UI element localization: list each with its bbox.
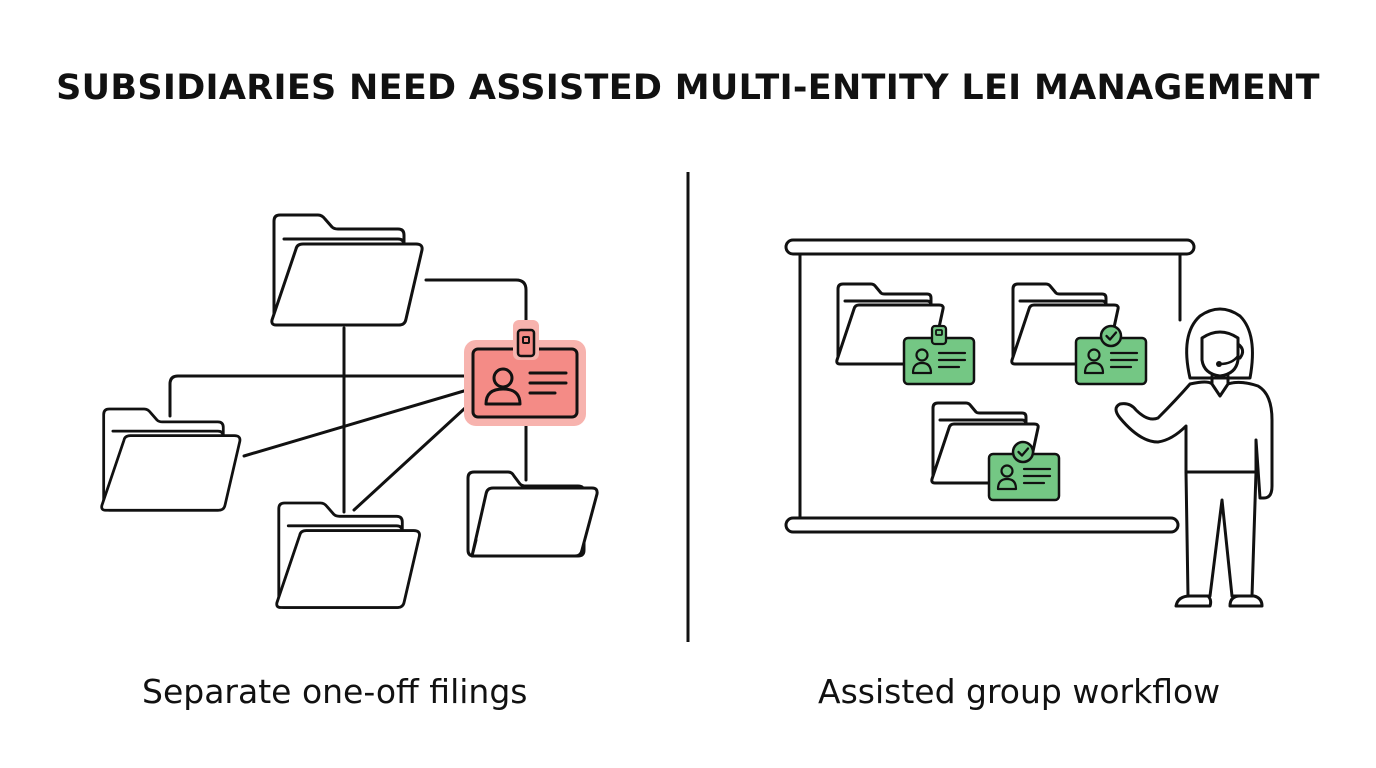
left-panel-scattered-filings bbox=[100, 213, 599, 609]
diagram-title: SUBSIDIARIES NEED ASSISTED MULTI-ENTITY … bbox=[56, 68, 1320, 108]
folder-icon bbox=[466, 470, 599, 558]
folder-icon bbox=[270, 213, 424, 327]
folder-icon bbox=[100, 407, 242, 512]
id-card-icon bbox=[902, 324, 976, 386]
presenter-icon bbox=[1114, 307, 1274, 608]
right-panel-caption: Assisted group workflow bbox=[818, 672, 1221, 711]
checkmark-badge-icon bbox=[1011, 440, 1035, 464]
id-card-icon-alert bbox=[464, 320, 586, 426]
checkmark-badge-icon bbox=[1099, 324, 1123, 348]
right-panel-group-workflow bbox=[784, 238, 1274, 608]
whiteboard-icon bbox=[784, 238, 1196, 534]
connector-lines bbox=[168, 278, 528, 514]
folder-icon bbox=[275, 501, 421, 609]
left-panel-caption: Separate one-off filings bbox=[142, 672, 528, 711]
